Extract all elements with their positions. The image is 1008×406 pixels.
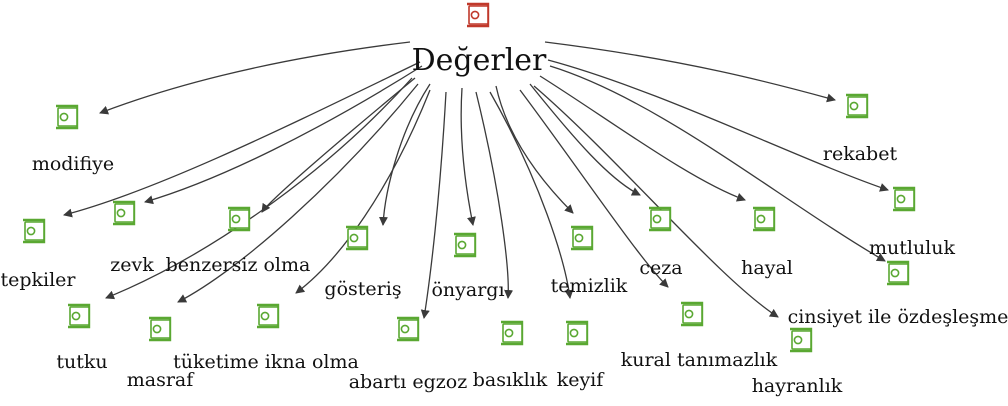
node-icon-tutku bbox=[68, 303, 91, 329]
node-icon-modifiye bbox=[56, 104, 79, 130]
node-icon-hayal bbox=[753, 206, 776, 232]
node-label-tuketime: tüketime ikna olma bbox=[173, 351, 359, 373]
root-node-label: Değerler bbox=[412, 43, 547, 78]
node-icon-zevk bbox=[113, 200, 136, 226]
node-icon-basiklik bbox=[501, 320, 524, 346]
edge-hayal bbox=[539, 75, 746, 202]
root-node-icon bbox=[467, 2, 490, 28]
node-label-modifiye: modifiye bbox=[32, 153, 114, 175]
edge-cinsiyet bbox=[549, 65, 886, 262]
node-label-temizlik: temizlik bbox=[551, 275, 628, 297]
node-icon-keyif bbox=[566, 320, 589, 346]
edge-abarti bbox=[420, 91, 447, 319]
node-icon-temizlik bbox=[571, 225, 594, 251]
edge-tepkiler bbox=[63, 61, 421, 218]
node-label-masraf: masraf bbox=[127, 369, 196, 391]
node-icon-gosteris bbox=[346, 225, 369, 251]
edge-modifiye bbox=[99, 41, 411, 115]
edges-layer bbox=[63, 41, 889, 319]
node-label-rekabet: rekabet bbox=[823, 143, 898, 165]
node-label-benzersiz: benzersiz olma bbox=[166, 254, 311, 276]
node-icon-tuketime bbox=[257, 303, 280, 329]
node-label-keyif: keyif bbox=[557, 369, 606, 391]
edge-masraf bbox=[177, 83, 419, 303]
edge-kural bbox=[519, 89, 669, 288]
edge-tutku bbox=[105, 77, 413, 300]
edge-ceza bbox=[529, 83, 641, 196]
edge-tuketime bbox=[295, 89, 431, 294]
node-label-basiklik: basıklık bbox=[473, 369, 548, 391]
edge-mutluluk bbox=[547, 59, 889, 192]
node-label-tepkiler: tepkiler bbox=[0, 269, 76, 291]
edge-zevk bbox=[144, 65, 423, 205]
node-icon-masraf bbox=[149, 316, 172, 342]
node-label-hayranlik: hayranlık bbox=[752, 375, 843, 397]
node-label-cinsiyet: cinsiyet ile özdeşleşme bbox=[788, 306, 1008, 328]
node-icon-abarti bbox=[397, 316, 420, 342]
node-label-zevk: zevk bbox=[110, 254, 154, 276]
node-label-gosteris: gösteriş bbox=[324, 278, 401, 300]
node-label-tutku: tutku bbox=[56, 351, 107, 373]
edge-rekabet bbox=[544, 41, 836, 103]
node-label-mutluluk: mutluluk bbox=[869, 237, 956, 259]
node-label-kural: kural tanımazlık bbox=[621, 349, 778, 371]
node-label-hayal: hayal bbox=[741, 257, 793, 279]
node-label-onyargi: önyargı bbox=[431, 279, 504, 301]
node-icon-cinsiyet bbox=[887, 260, 910, 286]
edge-gosteris bbox=[378, 83, 431, 226]
node-icon-onyargi bbox=[454, 232, 477, 258]
edge-onyargi bbox=[460, 87, 476, 226]
node-icon-tepkiler bbox=[23, 218, 46, 244]
node-icon-kural bbox=[681, 301, 704, 327]
node-icon-rekabet bbox=[846, 93, 869, 119]
nodes-layer: Değerler modifiye rekabet tepkiler zevk benze… bbox=[0, 2, 1008, 397]
node-icon-hayranlik bbox=[790, 327, 813, 353]
edge-benzersiz bbox=[261, 77, 416, 213]
node-icon-mutluluk bbox=[893, 186, 916, 212]
node-label-abarti: abartı egzoz bbox=[349, 371, 468, 393]
edge-temizlik bbox=[495, 85, 574, 214]
edge-keyif bbox=[489, 91, 574, 299]
edge-basiklik bbox=[475, 91, 514, 299]
node-label-ceza: ceza bbox=[639, 257, 682, 279]
node-icon-benzersiz bbox=[228, 206, 251, 232]
node-icon-ceza bbox=[649, 206, 672, 232]
